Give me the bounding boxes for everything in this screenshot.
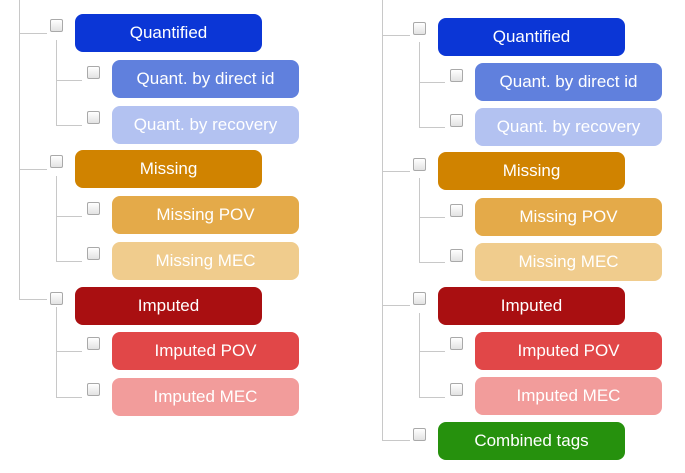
tag-label: Missing POV [156,205,255,224]
tag-label: Quantified [129,23,208,42]
checkbox-quant-direct[interactable] [450,69,463,82]
tree-connector [56,261,82,262]
tag-missing-mec[interactable]: Missing MEC [475,243,662,281]
checkbox-imputed-mec[interactable] [87,383,100,396]
checkbox-imputed-pov[interactable] [87,337,100,350]
tag-imputed-pov[interactable]: Imputed POV [112,332,299,370]
left-tree: Quantified Quant. by direct id Quant. by… [0,0,320,473]
tag-quant-recovery[interactable]: Quant. by recovery [112,106,299,144]
tree-connector [56,40,57,126]
tag-label: Missing [139,159,198,178]
tree-connector [419,82,445,83]
tag-quantified[interactable]: Quantified [75,14,262,52]
tree-connector [56,176,57,262]
tree-connector [419,262,445,263]
tree-connector [419,127,445,128]
tag-imputed-pov[interactable]: Imputed POV [475,332,662,370]
tree-connector [382,305,410,306]
checkbox-quant-direct[interactable] [87,66,100,79]
tag-label: Missing [502,161,561,180]
tree-connector [56,216,82,217]
checkbox-missing[interactable] [413,158,426,171]
tree-connector [56,125,82,126]
tree-connector [382,0,383,440]
tag-label: Imputed MEC [153,387,258,406]
tree-connector [56,397,82,398]
tag-missing-pov[interactable]: Missing POV [112,196,299,234]
tree-connector [19,299,47,300]
tag-label: Missing POV [519,207,618,226]
checkbox-quant-recovery[interactable] [87,111,100,124]
tag-label: Missing MEC [518,252,619,271]
tree-connector [419,217,445,218]
tag-label: Imputed MEC [516,386,621,405]
tag-label: Imputed [500,296,563,315]
tree-connector [419,351,445,352]
tag-missing-mec[interactable]: Missing MEC [112,242,299,280]
checkbox-imputed-mec[interactable] [450,383,463,396]
right-tree: Quantified Quant. by direct id Quant. by… [363,0,683,473]
tag-missing-pov[interactable]: Missing POV [475,198,662,236]
checkbox-combined-tags[interactable] [413,428,426,441]
tree-connector [19,169,47,170]
checkbox-missing-pov[interactable] [87,202,100,215]
tree-connector [56,80,82,81]
tree-connector [382,171,410,172]
tag-missing[interactable]: Missing [438,152,625,190]
tag-missing[interactable]: Missing [75,150,262,188]
tag-label: Imputed [137,296,200,315]
tree-connector [19,33,47,34]
tag-label: Quant. by direct id [499,72,638,91]
tree-connector [419,397,445,398]
checkbox-missing[interactable] [50,155,63,168]
checkbox-quantified[interactable] [50,19,63,32]
tag-label: Quant. by recovery [133,115,278,134]
tag-label: Quant. by direct id [136,69,275,88]
tree-connector [382,35,410,36]
checkbox-missing-pov[interactable] [450,204,463,217]
tag-quantified[interactable]: Quantified [438,18,625,56]
tag-label: Combined tags [474,431,589,450]
tag-quant-direct[interactable]: Quant. by direct id [475,63,662,101]
tag-imputed-mec[interactable]: Imputed MEC [112,378,299,416]
tree-connector [419,313,420,398]
checkbox-missing-mec[interactable] [87,247,100,260]
tag-imputed[interactable]: Imputed [75,287,262,325]
checkbox-missing-mec[interactable] [450,249,463,262]
tag-label: Quantified [492,27,571,46]
checkbox-quant-recovery[interactable] [450,114,463,127]
checkbox-imputed-pov[interactable] [450,337,463,350]
tag-label: Imputed POV [517,341,620,360]
tag-label: Missing MEC [155,251,256,270]
tree-connector [56,307,57,398]
tree-connector [382,440,410,441]
tag-label: Quant. by recovery [496,117,641,136]
checkbox-imputed[interactable] [50,292,63,305]
checkbox-imputed[interactable] [413,292,426,305]
checkbox-quantified[interactable] [413,22,426,35]
tree-connector [19,0,20,300]
tree-connector [419,178,420,263]
tag-label: Imputed POV [154,341,257,360]
tag-quant-direct[interactable]: Quant. by direct id [112,60,299,98]
tree-connector [419,42,420,128]
tag-combined-tags[interactable]: Combined tags [438,422,625,460]
tag-imputed-mec[interactable]: Imputed MEC [475,377,662,415]
tag-imputed[interactable]: Imputed [438,287,625,325]
tag-quant-recovery[interactable]: Quant. by recovery [475,108,662,146]
tree-connector [56,351,82,352]
